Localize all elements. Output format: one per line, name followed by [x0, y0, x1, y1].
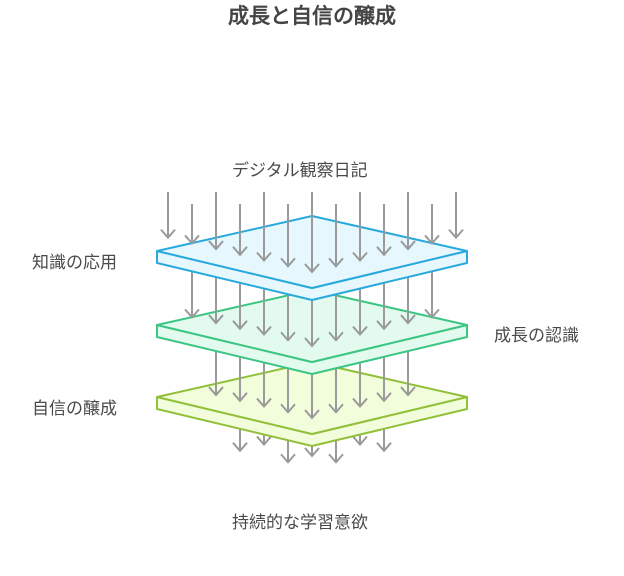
- diagram-title: 成長と自信の醸成: [228, 4, 396, 28]
- layer2-label: 成長の認識: [494, 326, 579, 346]
- input-arrow: [184, 204, 200, 245]
- layer1-label: 知識の応用: [32, 253, 117, 273]
- input-arrow: [208, 192, 224, 251]
- input-arrow: [160, 192, 176, 240]
- layer3-label: 自信の醸成: [32, 399, 117, 419]
- input-arrow: [400, 192, 416, 251]
- input-arrow: [280, 204, 296, 268]
- input-arrow: [448, 192, 464, 240]
- input-arrow: [304, 192, 320, 274]
- input-arrow: [376, 204, 392, 257]
- input-label: デジタル観察日記: [232, 161, 368, 181]
- input-arrow: [328, 204, 344, 268]
- input-arrow: [256, 192, 272, 263]
- input-arrow: [232, 204, 248, 257]
- input-arrow: [352, 192, 368, 263]
- output-label: 持続的な学習意欲: [232, 513, 368, 533]
- input-arrow: [424, 204, 440, 245]
